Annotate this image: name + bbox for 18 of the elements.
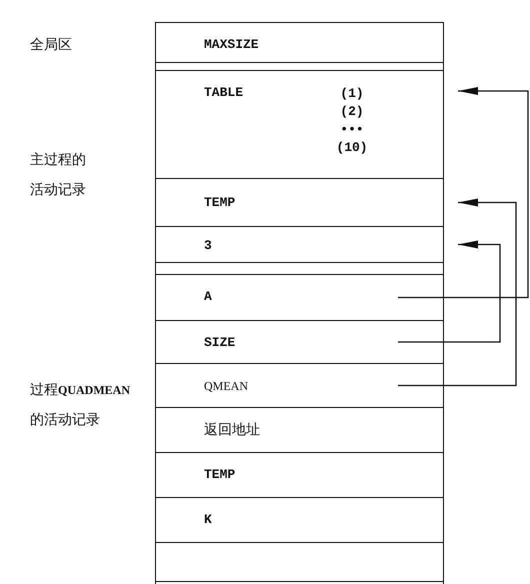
variable-name: TEMP [204,195,236,210]
variable-name: QMEAN [204,379,248,394]
variable-name: K [204,512,212,527]
variable-name: 3 [204,238,212,253]
variable-name: MAXSIZE [204,37,259,52]
array-elements: (1) (2) ••• (10) [335,85,369,157]
region-label: 过程QUADMEAN的活动记录 [30,381,131,430]
variable-name: TABLE [204,85,244,100]
region-label: 主过程的活动记录 [30,151,87,200]
pointer-arrow [398,240,501,343]
variable-name: TEMP [204,467,236,482]
region-label: 全局区 [30,36,73,55]
stack-cell [155,22,444,63]
variable-name: SIZE [204,335,236,350]
variable-name: A [204,289,212,304]
pointer-arrow [398,198,517,386]
pointer-arrow [398,87,529,298]
variable-name: 返回地址 [204,421,260,439]
